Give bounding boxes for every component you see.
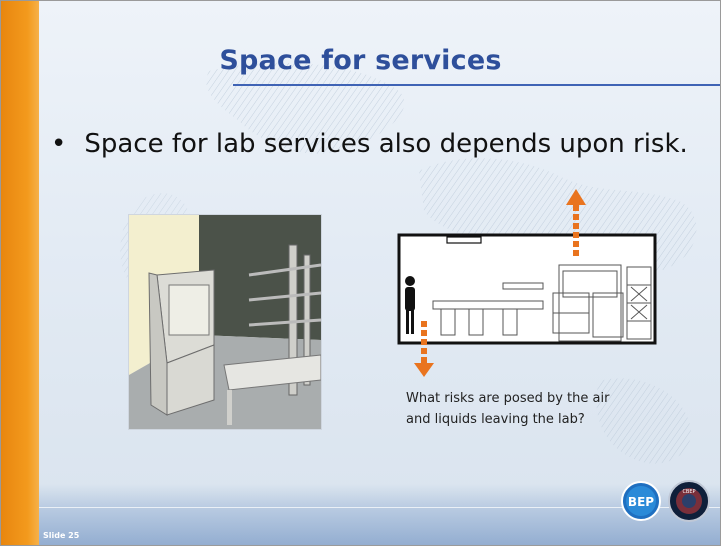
caption-line-1: What risks are posed by the air [406,391,610,406]
footer-divider [39,507,720,508]
caption-line-2: and liquids leaving the lab? [406,412,585,427]
slide-title: Space for services [219,45,502,76]
orange-side-bar [1,1,39,545]
diagram-caption: What risks are posed by the air and liqu… [406,388,686,430]
bullet-text: Space for lab services also depends upon… [84,129,688,159]
program-logos: BEP CBEP [621,480,710,522]
exhaust-up-arrow-icon [566,189,586,256]
bullet-point: • Space for lab services also depends upo… [51,129,688,159]
bep-logo-icon: BEP [621,481,661,521]
drain-down-arrow-icon [414,321,434,377]
footer-strip [39,484,720,545]
cbep-seal-icon: CBEP [668,480,710,522]
person-silhouette-icon [405,276,415,334]
lab-room-rendering [129,215,321,429]
svg-text:CBEP: CBEP [682,489,695,495]
lab-section-diagram [397,189,657,377]
bullet-dot-icon: • [51,129,67,159]
slide-number: Slide 25 [43,531,80,540]
svg-text:BEP: BEP [628,495,654,509]
title-underline [233,84,720,86]
